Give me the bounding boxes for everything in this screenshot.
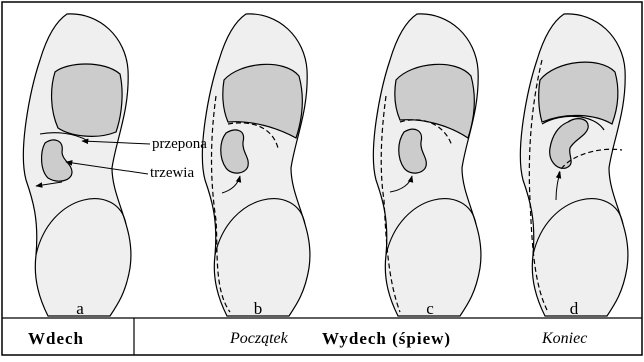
lung-a [52, 64, 123, 136]
panel-letter-b: b [243, 300, 273, 317]
torso-outline-d [520, 14, 628, 316]
torso-figure-a [23, 14, 150, 316]
torso-outline-c [373, 14, 481, 316]
torso-figure-d [520, 14, 628, 316]
torso-figure-b [202, 14, 310, 316]
panel-letter-c: c [415, 300, 445, 317]
torso-outline-a [23, 14, 131, 316]
phase-inhale-label: Wdech [28, 330, 84, 347]
phase-end-label: Koniec [542, 331, 587, 347]
phase-exhale-label: Wydech (śpiew) [322, 330, 451, 347]
phase-start-label: Początek [230, 331, 288, 347]
lung-d [539, 62, 618, 124]
panel-letter-a: a [65, 300, 95, 317]
viscera-label: trzewia [150, 166, 194, 181]
diaphragm-label: przepona [152, 137, 207, 152]
torso-figure-c [373, 14, 481, 316]
panel-letter-d: d [559, 300, 589, 317]
torso-outline-b [202, 14, 310, 316]
